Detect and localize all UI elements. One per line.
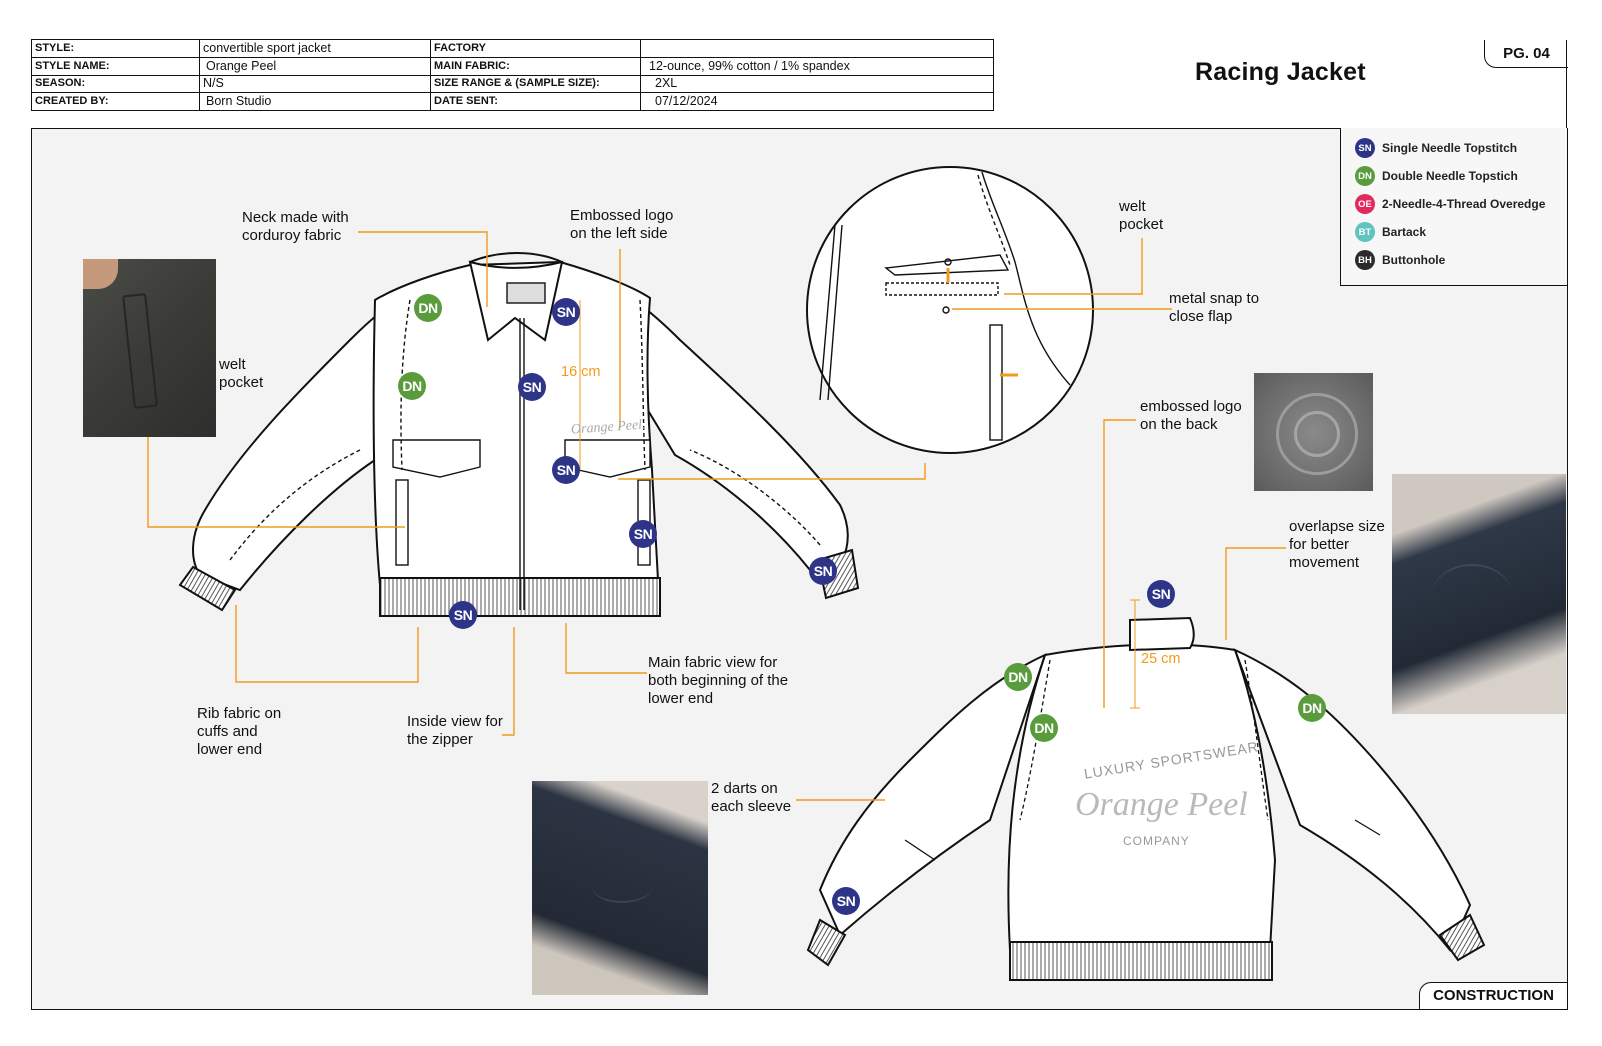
header-frame	[1566, 40, 1567, 130]
legend-item-bt: BT Bartack	[1355, 222, 1426, 242]
sn-stitch-badge: SN	[832, 887, 860, 915]
dn-stitch-badge: DN	[1298, 694, 1326, 722]
legend-label: Buttonhole	[1382, 253, 1446, 267]
date-sent-label: DATE SENT:	[430, 92, 641, 111]
dn-stitch-badge: DN	[1004, 663, 1032, 691]
inside-zipper-note: Inside view for the zipper	[407, 713, 503, 748]
back-length-measurement: 25 cm	[1141, 651, 1181, 667]
dn-stitch-badge: DN	[1030, 714, 1058, 742]
created-by-label: CREATED BY:	[31, 92, 200, 111]
sleeve-darts-photo	[532, 781, 708, 995]
legend-label: Bartack	[1382, 225, 1427, 239]
style-name-value: Orange Peel	[199, 56, 431, 76]
welt-pocket-photo	[83, 259, 216, 437]
sn-stitch-badge: SN	[629, 520, 657, 548]
created-by-value: Born Studio	[199, 92, 431, 111]
front-jacket-drawing	[178, 252, 860, 617]
sn-stitch-badge: SN	[1147, 580, 1175, 608]
neck-note: Neck made with corduroy fabric	[242, 209, 349, 244]
back-jacket-details	[904, 659, 1381, 861]
welt-pocket-detail-lines	[819, 171, 1071, 441]
back-jacket-drawing	[806, 616, 1486, 981]
date-sent-value: 07/12/2024	[640, 92, 994, 111]
sn-stitch-badge: SN	[518, 373, 546, 401]
legend-item-oe: OE 2-Needle-4-Thread Overedge	[1355, 194, 1545, 214]
legend-label: 2-Needle-4-Thread Overedge	[1382, 197, 1546, 211]
sn-stitch-badge: SN	[552, 456, 580, 484]
sn-stitch-badge: SN	[552, 298, 580, 326]
metal-snap-note: metal snap to close flap	[1169, 290, 1260, 325]
legend-item-sn: SN Single Needle Topstitch	[1355, 138, 1517, 158]
back-logo-company: COMPANY	[1123, 834, 1190, 848]
dn-stitch-badge: DN	[398, 372, 426, 400]
main-fabric-note: Main fabric view for both beginning of t…	[648, 654, 789, 707]
main-fabric-value: 12-ounce, 99% cotton / 1% spandex	[640, 56, 994, 76]
dn-stitch-icon: DN	[1355, 166, 1375, 186]
welt-pocket-photo-note: welt pocket	[219, 356, 264, 391]
rib-fabric-note: Rib fabric on cuffs and lower end	[197, 705, 282, 758]
sn-stitch-icon: SN	[1355, 138, 1375, 158]
welt-pocket-detail-drawing	[806, 166, 1094, 454]
legend-item-dn: DN Double Needle Topstich	[1355, 166, 1518, 186]
back-logo-brand: Orange Peel	[1075, 786, 1248, 823]
legend-label: Single Needle Topstitch	[1382, 141, 1518, 155]
snap-markers	[946, 268, 1018, 377]
welt-pocket-detail-note: welt pocket	[1119, 198, 1164, 233]
dn-stitch-badge: DN	[414, 294, 442, 322]
overlapse-note: overlapse size for better movement	[1289, 518, 1385, 571]
embossed-front-note: Embossed logo on the left side	[570, 207, 674, 242]
spec-row: CREATED BY: Born Studio DATE SENT: 07/12…	[31, 92, 994, 111]
embossed-back-note: embossed logo on the back	[1140, 398, 1242, 433]
legend-item-bh: BH Buttonhole	[1355, 250, 1445, 270]
legend-label: Double Needle Topstich	[1382, 169, 1518, 183]
overlap-sleeve-photo	[1392, 474, 1566, 714]
page-number: PG. 04	[1484, 40, 1568, 68]
section-tag: CONSTRUCTION	[1419, 982, 1567, 1009]
sn-stitch-badge: SN	[809, 557, 837, 585]
construction-panel	[31, 128, 1568, 1010]
front-jacket-details	[229, 282, 821, 610]
bt-stitch-icon: BT	[1355, 222, 1375, 242]
callout-lines	[147, 231, 1286, 801]
oe-stitch-icon: OE	[1355, 194, 1375, 214]
sn-stitch-badge: SN	[449, 601, 477, 629]
darts-note: 2 darts on each sleeve	[711, 780, 792, 815]
stitch-legend: SN Single Needle Topstitch DN Double Nee…	[1340, 128, 1567, 286]
spec-table: STYLE: convertible sport jacket FACTORY …	[31, 39, 994, 111]
spec-row: STYLE NAME: Orange Peel MAIN FABRIC: 12-…	[31, 56, 994, 76]
page-title: Racing Jacket	[1195, 58, 1366, 86]
bh-stitch-icon: BH	[1355, 250, 1375, 270]
front-zip-measurement: 16 cm	[561, 364, 601, 380]
embossed-logo-photo	[1254, 373, 1373, 491]
